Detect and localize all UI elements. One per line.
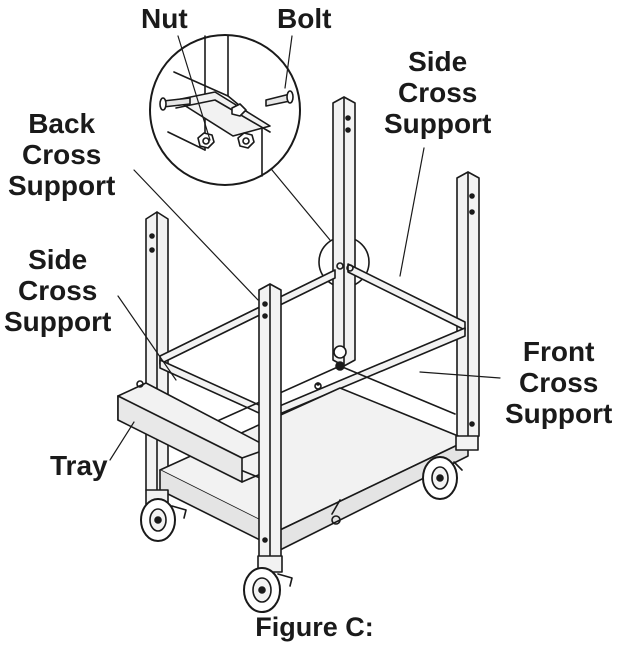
caster-front-left bbox=[243, 555, 293, 613]
right-front-post bbox=[456, 171, 480, 443]
label-tray: Tray bbox=[50, 450, 108, 481]
nut-icon bbox=[197, 103, 255, 149]
detail-magnifier bbox=[149, 34, 301, 186]
figure-caption: Figure C: bbox=[255, 612, 374, 642]
lower-shelf bbox=[159, 345, 469, 551]
caster-back-left bbox=[140, 489, 187, 542]
upper-frame bbox=[159, 262, 466, 419]
caster-right bbox=[422, 435, 479, 500]
label-nut: Nut bbox=[141, 3, 188, 34]
bolt-icon bbox=[159, 90, 294, 111]
back-right-post bbox=[332, 96, 356, 367]
label-side-cross-support-left: Side Cross Support bbox=[4, 244, 112, 337]
label-back-cross-support: Back Cross Support bbox=[8, 108, 116, 201]
front-left-post bbox=[258, 283, 282, 563]
label-front-cross-support: Front Cross Support bbox=[505, 336, 613, 429]
caster-back-right bbox=[331, 499, 341, 525]
label-side-cross-support-right: Side Cross Support bbox=[384, 46, 492, 139]
leader-lines bbox=[109, 35, 501, 461]
label-bolt: Bolt bbox=[277, 3, 332, 34]
